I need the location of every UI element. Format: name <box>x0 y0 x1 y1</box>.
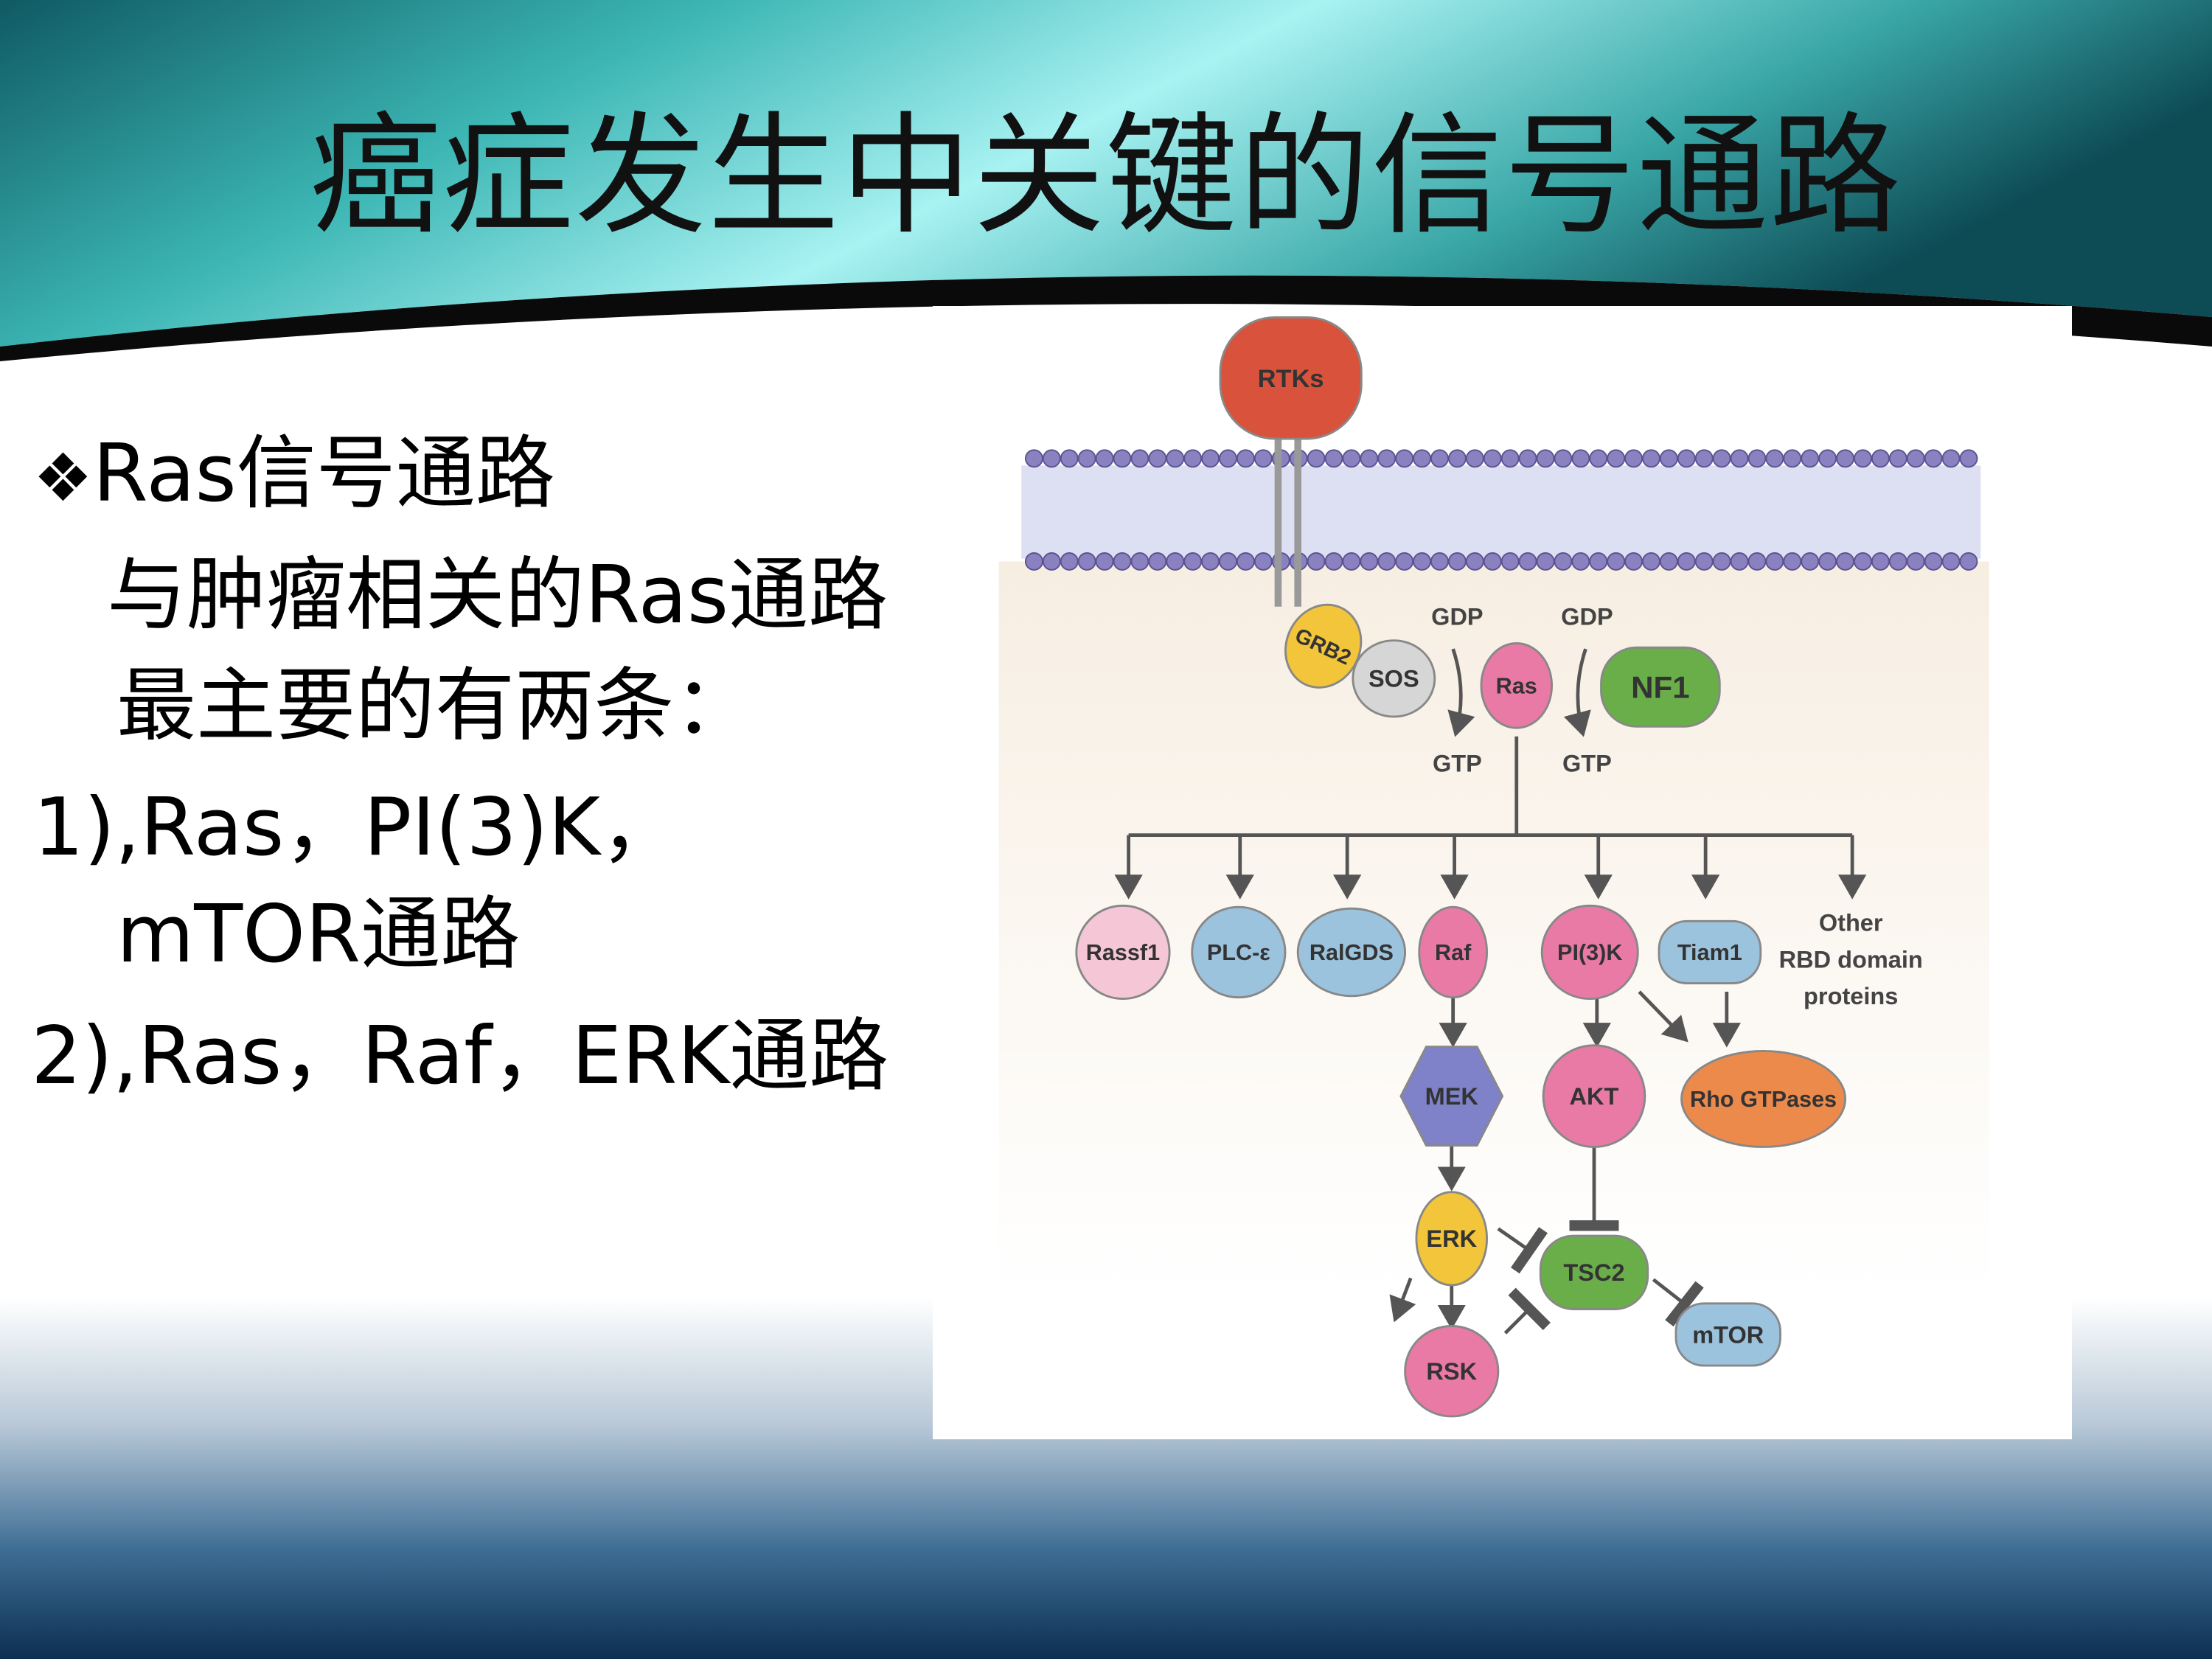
node-shape <box>1404 1325 1500 1418</box>
node-shape <box>1600 646 1721 728</box>
body-line-1: 与肿瘤相关的Ras通路 <box>107 549 888 641</box>
node-rassf1: Rassf1 <box>1075 904 1171 1001</box>
node-shape <box>1539 1234 1649 1310</box>
node-label: RSK <box>1426 1358 1477 1385</box>
node-rho-gtpases: Rho GTPases <box>1680 1049 1846 1148</box>
node-shape <box>1680 1049 1846 1148</box>
connectors <box>1114 422 1867 1335</box>
node-grb2: GRB2 <box>1284 603 1363 689</box>
node-label: RTKs <box>1258 365 1324 393</box>
node-label: mTOR <box>1692 1321 1764 1348</box>
node-shape <box>1219 316 1363 440</box>
node-shape <box>1674 1302 1781 1367</box>
node-label: Raf <box>1435 940 1472 965</box>
other-label: RBD domain <box>1779 947 1923 973</box>
node-label: PI(3)K <box>1557 940 1622 965</box>
slide-title: 癌症发生中关键的信号通路 <box>310 100 1902 252</box>
diamond-bullet-icon: ❖ <box>33 439 93 517</box>
node-ralgds: RalGDS <box>1296 907 1407 998</box>
node-pi-3-k: PI(3)K <box>1540 904 1639 1001</box>
heading-text: Ras信号通路 <box>92 428 555 520</box>
node-shape <box>1352 639 1436 718</box>
node-label: Rho GTPases <box>1690 1087 1837 1112</box>
node-shape <box>1418 905 1489 999</box>
node-mek: MEK <box>1399 1046 1504 1147</box>
gdp-label: GDP <box>1561 604 1613 630</box>
node-shape <box>1480 642 1554 729</box>
gtp-label: GTP <box>1433 751 1482 777</box>
node-rsk: RSK <box>1404 1325 1500 1418</box>
node-sos: SOS <box>1352 639 1436 718</box>
node-tsc2: TSC2 <box>1539 1234 1649 1310</box>
node-label: NF1 <box>1631 669 1690 704</box>
gdp-label: GDP <box>1431 604 1483 630</box>
node-nf1: NF1 <box>1600 646 1721 728</box>
gtp-label: GTP <box>1562 751 1612 777</box>
node-tiam1: Tiam1 <box>1658 919 1762 984</box>
node-label: Rassf1 <box>1086 940 1160 965</box>
node-label: Ras <box>1496 674 1537 699</box>
node-akt: AKT <box>1542 1044 1646 1148</box>
other-label: Other <box>1819 910 1883 936</box>
node-mtor: mTOR <box>1674 1302 1781 1367</box>
node-shape <box>1658 919 1762 984</box>
node-shape <box>1191 905 1287 999</box>
node-label: MEK <box>1425 1083 1479 1110</box>
node-label: Tiam1 <box>1677 940 1742 965</box>
node-raf: Raf <box>1418 905 1489 999</box>
body-line-4: mTOR通路 <box>116 888 521 981</box>
bullet-heading: ❖Ras信号通路 <box>33 409 555 524</box>
node-shape <box>1075 904 1171 1001</box>
node-shape <box>1296 907 1407 998</box>
node-label: TSC2 <box>1563 1259 1624 1286</box>
body-line-2: 最主要的有两条： <box>116 660 754 752</box>
node-erk: ERK <box>1415 1191 1489 1287</box>
node-label: RalGDS <box>1310 940 1394 965</box>
body-line-3: 1),Ras，PI(3)K， <box>33 782 681 874</box>
node-label: PLC-ε <box>1207 940 1270 965</box>
node-rtks: RTKs <box>1219 316 1363 440</box>
node-shape <box>1542 1044 1646 1148</box>
membrane-core <box>1021 465 1981 559</box>
node-plc-: PLC-ε <box>1191 905 1287 999</box>
node-label: AKT <box>1570 1083 1619 1110</box>
node-shape <box>1399 1046 1504 1147</box>
body-line-5: 2),Ras，Raf，ERK通路 <box>31 1010 889 1102</box>
node-label: ERK <box>1426 1225 1477 1252</box>
node-shape <box>1540 904 1639 1001</box>
node-label: SOS <box>1368 666 1419 692</box>
node-shape <box>1415 1191 1489 1287</box>
other-label: proteins <box>1804 983 1898 1009</box>
node-ras: Ras <box>1480 642 1554 729</box>
